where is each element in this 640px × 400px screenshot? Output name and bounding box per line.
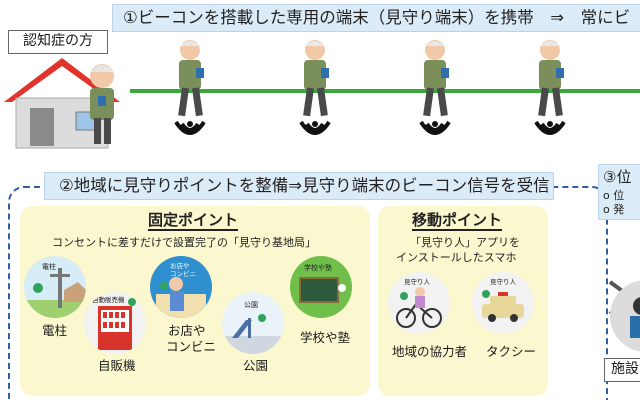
fixed-points-subtitle: コンセントに差すだけで設置完了の「見守り基地局」 — [52, 236, 316, 249]
fixed-points-title: 固定ポイント — [148, 211, 239, 231]
park-caption: 公園 — [243, 358, 269, 373]
utility-pole-circle: 電柱 — [24, 256, 86, 318]
step1-text: ①ビーコンを搭載した専用の端末（見守り端末）を携帯 ⇒ 常にビ — [123, 8, 631, 27]
step3-banner: ③位 o 位 o 発 — [598, 164, 640, 220]
house-icon — [4, 58, 120, 149]
elderly-walker-icon — [538, 40, 564, 117]
beacon-signal-icon — [174, 120, 206, 135]
store-caption-line1: お店や — [168, 323, 206, 338]
step2-text: ②地域に見守りポイントを整備⇒見守り端末のビーコン信号を受信 — [59, 176, 550, 195]
school-caption: 学校や塾 — [300, 330, 351, 345]
helper-tag: 見守り人 — [404, 277, 431, 286]
taxi-circle: 見守り人 — [472, 272, 534, 334]
park-tag: 公園 — [244, 301, 258, 309]
beacon-signal-icon — [534, 120, 566, 135]
utility-pole-tag: 電柱 — [42, 262, 56, 271]
facility-label: 施設 — [604, 358, 640, 382]
facility-staff-icon — [610, 280, 640, 352]
elderly-walker-icon — [423, 40, 449, 117]
elderly-walker-icon — [178, 40, 204, 117]
store-tag: お店や — [170, 261, 190, 270]
step3-item: o 発 — [603, 203, 625, 216]
cyclist-icon: 見守り人 — [388, 272, 450, 334]
beacon-signal-icon — [299, 120, 331, 135]
vending-machine-circle: 自動販売機 — [84, 292, 146, 354]
park-circle: 公園 — [222, 292, 284, 354]
park-icon: 公園 — [222, 292, 284, 354]
step3-title: ③位 — [603, 168, 632, 186]
school-circle: 学校や塾 — [290, 256, 352, 318]
helper-caption: 地域の協力者 — [392, 344, 468, 359]
mobile-points-title: 移動ポイント — [412, 211, 503, 231]
taxi-caption: タクシー — [486, 344, 537, 359]
store-caption-line2: コンビニ — [166, 339, 217, 354]
school-tag: 学校や塾 — [304, 263, 332, 272]
vending-machine-caption: 自販機 — [98, 358, 136, 373]
mobile-points-subtitle-1: 「見守り人」アプリを — [410, 236, 520, 249]
walking-path-line — [130, 89, 640, 93]
step3-item: o 位 — [603, 189, 625, 202]
taxi-tag: 見守り人 — [490, 277, 517, 286]
vending-machine-tag: 自動販売機 — [92, 295, 125, 304]
school-icon: 学校や塾 — [290, 256, 352, 318]
person-label-text: 認知症の方 — [23, 33, 93, 49]
helper-circle: 見守り人 — [388, 272, 450, 334]
person-label: 認知症の方 — [8, 30, 108, 54]
step2-banner: ②地域に見守りポイントを整備⇒見守り端末のビーコン信号を受信 — [44, 172, 554, 200]
vending-machine-icon: 自動販売機 — [84, 292, 146, 354]
store-tag-2: コンビニ — [170, 269, 196, 278]
store-icon: お店や コンビニ — [150, 256, 212, 318]
utility-pole-icon: 電柱 — [24, 256, 86, 318]
mobile-points-subtitle-2: インストールしたスマホ — [396, 251, 517, 264]
utility-pole-caption: 電柱 — [42, 323, 68, 338]
elderly-walker-icon — [303, 40, 329, 117]
taxi-icon: 見守り人 — [472, 272, 534, 334]
facility-label-text: 施設 — [611, 361, 639, 377]
store-circle: お店や コンビニ — [150, 256, 212, 318]
step1-banner: ①ビーコンを搭載した専用の端末（見守り端末）を携帯 ⇒ 常にビ — [112, 4, 640, 32]
beacon-signal-icon — [419, 120, 451, 135]
